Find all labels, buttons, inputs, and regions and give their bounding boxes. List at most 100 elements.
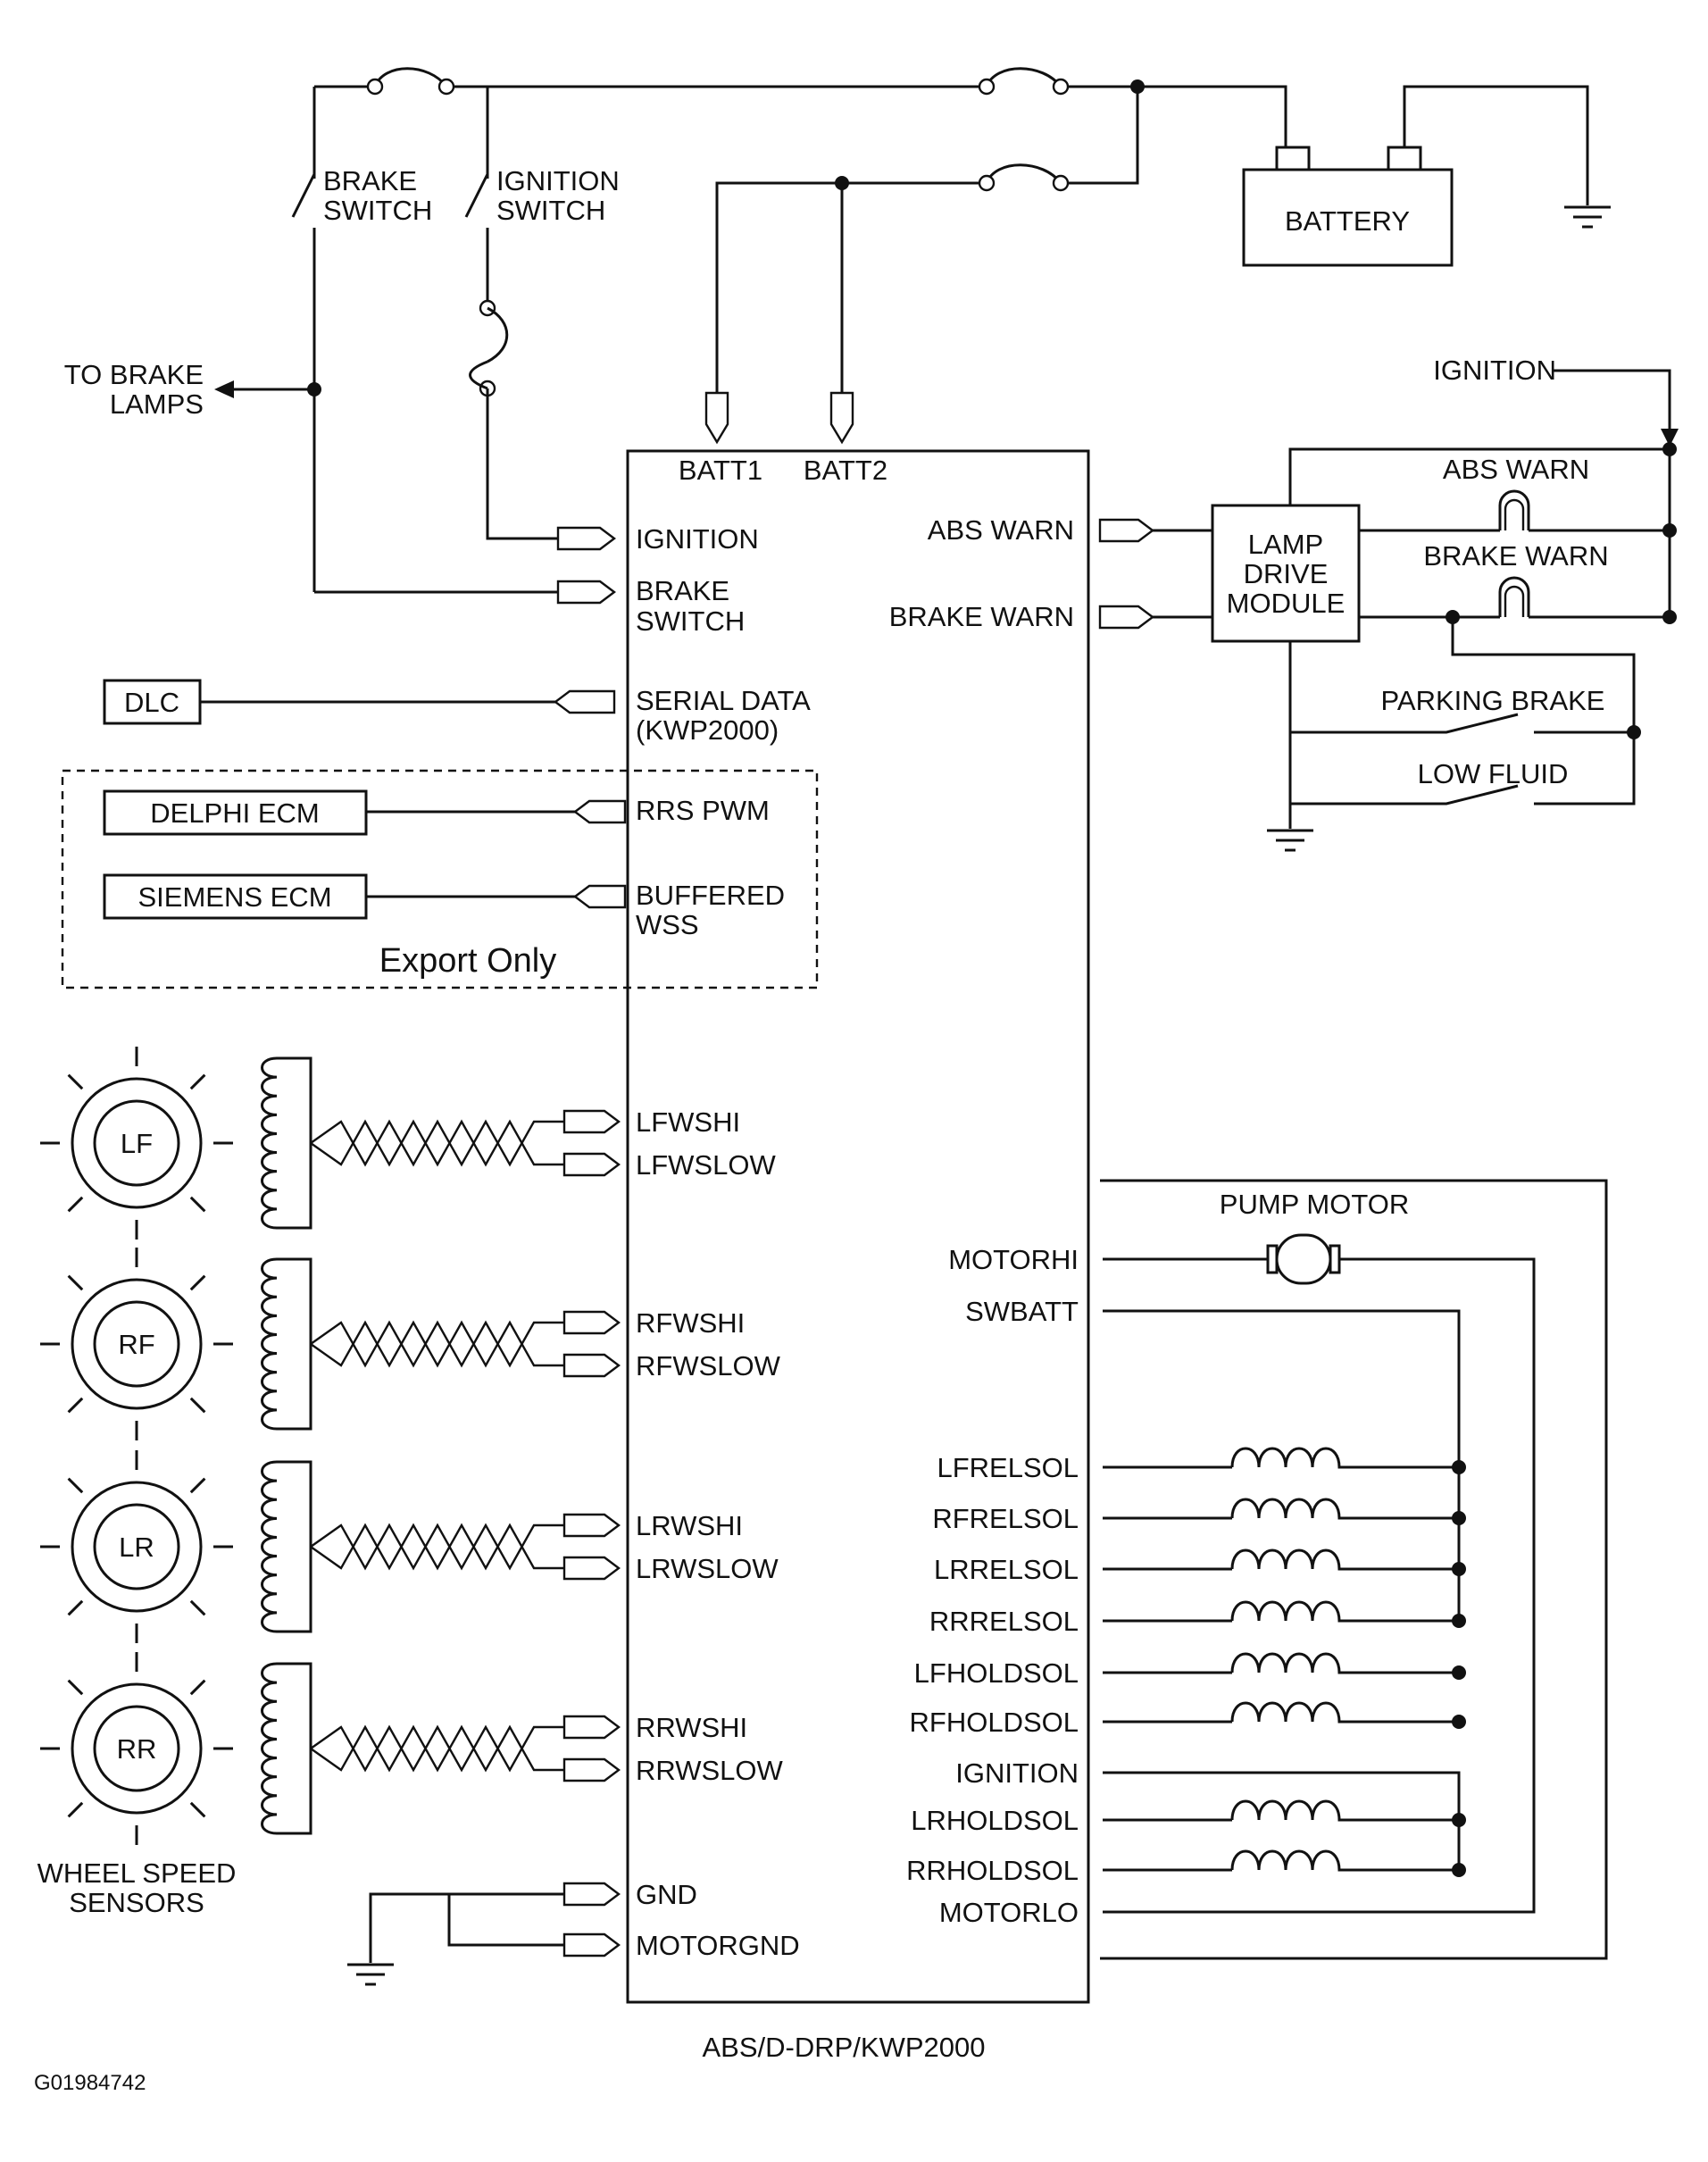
- wheel-tooth: [189, 1679, 206, 1696]
- pin-brake-switch-line2: SWITCH: [636, 605, 745, 637]
- parking-brake-label: PARKING BRAKE: [1381, 685, 1605, 716]
- solenoid-coil: [1230, 1701, 1459, 1724]
- junction-dot: [1452, 1715, 1466, 1729]
- pin-motorhi-0: MOTORHI: [948, 1244, 1079, 1275]
- pin-rfholdsol-7: RFHOLDSOL: [910, 1707, 1079, 1738]
- pin-lfwshi: LFWSHI: [636, 1106, 740, 1138]
- pin-hi-connector: [562, 1109, 621, 1134]
- pin-hi-connector: [562, 1310, 621, 1335]
- wheel-name-label: LF: [121, 1128, 153, 1159]
- wheel-inner-ring: [93, 1099, 180, 1187]
- pin-lrwslow: LRWSLOW: [636, 1553, 779, 1584]
- pin-lrholdsol-9: LRHOLDSOL: [911, 1805, 1079, 1836]
- twisted-pair-wire-b: [310, 1119, 564, 1167]
- export-only-label: Export Only: [379, 942, 557, 980]
- pin-lrrelsol-4: LRRELSOL: [934, 1554, 1079, 1585]
- pin-rrrelsol-5: RRRELSOL: [929, 1606, 1079, 1637]
- pin-brake-warn: BRAKE WARN: [889, 601, 1074, 632]
- wheel-outer-ring: [71, 1682, 203, 1815]
- solenoid-coil: [1230, 1652, 1459, 1674]
- twisted-pair-wire-a: [310, 1119, 564, 1167]
- wheel-sensor-lf: LF LFWSHI LFWSLOW: [40, 1047, 776, 1240]
- wheel-name-label: RR: [117, 1733, 157, 1765]
- pin-low-connector: [562, 1757, 621, 1782]
- wheel-tooth: [67, 1397, 84, 1414]
- sensor-coil-windings: [261, 1056, 278, 1230]
- wheel-outer-ring: [71, 1481, 203, 1613]
- module-name-label: ABS/D-DRP/KWP2000: [703, 2032, 986, 2063]
- abs-module-box: [626, 449, 1090, 2004]
- solenoid-coil: [1230, 1447, 1459, 1469]
- wheel-inner-ring: [93, 1503, 180, 1590]
- twisted-pair-wire-b: [310, 1523, 564, 1571]
- wheel-name-label: RF: [118, 1329, 154, 1360]
- wheel-tooth: [189, 1196, 206, 1213]
- pin-lfwslow: LFWSLOW: [636, 1149, 776, 1181]
- twisted-pair-wire-a: [310, 1320, 564, 1368]
- pin-brake-switch-line1: BRAKE: [636, 575, 729, 606]
- wheel-tooth: [189, 1274, 206, 1291]
- solenoid-coil: [1230, 1799, 1459, 1822]
- solenoid-coil: [1230, 1548, 1459, 1571]
- wheel-outer-ring: [71, 1278, 203, 1410]
- pin-rfrelsol-3: RFRELSOL: [932, 1503, 1079, 1534]
- wheel-tooth: [189, 1397, 206, 1414]
- sensor-coil-windings: [261, 1257, 278, 1431]
- sensor-coil-frame: [277, 1056, 312, 1230]
- wheel-tooth: [67, 1599, 84, 1616]
- sensor-coil-windings: [261, 1460, 278, 1633]
- pin-low-connector: [562, 1152, 621, 1177]
- pin-rrholdsol-10: RRHOLDSOL: [906, 1855, 1079, 1886]
- brake-switch-label-line1: BRAKE: [323, 165, 417, 196]
- twisted-pair-wire-b: [310, 1724, 564, 1773]
- wheel-tooth: [67, 1801, 84, 1818]
- pin-abs-warn: ABS WARN: [928, 514, 1074, 546]
- solenoid-coil: [1230, 1849, 1459, 1872]
- to-brake-lamps-line2: LAMPS: [110, 388, 204, 420]
- ignition-switch-label-line2: SWITCH: [496, 195, 605, 226]
- twisted-pair-wire-a: [310, 1523, 564, 1571]
- brake-switch-label-line2: SWITCH: [323, 195, 432, 226]
- wheel-outer-ring: [71, 1077, 203, 1209]
- pin-buffered-wss-line2: WSS: [636, 909, 699, 940]
- wheel-inner-ring: [93, 1705, 180, 1792]
- wheel-tooth: [67, 1196, 84, 1213]
- wheel-inner-ring: [93, 1300, 180, 1388]
- pin-hi-connector: [562, 1715, 621, 1740]
- wheel-tooth: [189, 1801, 206, 1818]
- wheel-tooth: [189, 1477, 206, 1494]
- junction-dot: [1452, 1614, 1466, 1628]
- junction-dot: [1452, 1562, 1466, 1576]
- pin-gnd: GND: [636, 1879, 697, 1910]
- twisted-pair-wire-b: [310, 1320, 564, 1368]
- lamp-drive-module-line1: LAMP: [1248, 529, 1323, 560]
- ignition-switch-label-line1: IGNITION: [496, 165, 620, 196]
- wheel-speed-sensors-line2: SENSORS: [69, 1887, 204, 1918]
- batt1-label: BATT1: [679, 455, 762, 486]
- siemens-ecm-label: SIEMENS ECM: [137, 881, 331, 913]
- solenoid-lines: MOTORHISWBATTLFRELSOLRFRELSOLLRRELSOLRRR…: [906, 1244, 1466, 1928]
- pin-hi-connector: [562, 1513, 621, 1538]
- junction-dot: [1452, 1863, 1466, 1877]
- pump-motor-label: PUMP MOTOR: [1220, 1189, 1409, 1220]
- wheel-tooth: [189, 1599, 206, 1616]
- sensor-coil-windings: [261, 1662, 278, 1835]
- pin-ignition-in: IGNITION: [636, 523, 759, 555]
- to-brake-lamps-line1: TO BRAKE: [64, 359, 204, 390]
- pin-ignition-8: IGNITION: [955, 1757, 1079, 1789]
- wheel-tooth: [67, 1274, 84, 1291]
- brake-warn-lamp-label: BRAKE WARN: [1423, 540, 1608, 572]
- battery-label: BATTERY: [1285, 205, 1410, 237]
- solenoid-coil: [1230, 1498, 1459, 1520]
- ignition-bus: [1103, 1771, 1461, 1870]
- pin-rrs-pwm: RRS PWM: [636, 795, 770, 826]
- lamp-drive-module-line2: DRIVE: [1244, 558, 1329, 589]
- junction-dot: [1452, 1813, 1466, 1827]
- wheel-speed-sensors-line1: WHEEL SPEED: [37, 1857, 237, 1889]
- pin-rrwslow: RRWSLOW: [636, 1755, 784, 1786]
- wheel-tooth: [189, 1073, 206, 1090]
- batt-connectors: [704, 391, 854, 445]
